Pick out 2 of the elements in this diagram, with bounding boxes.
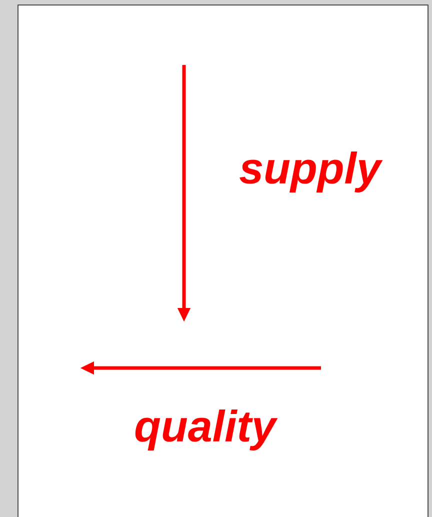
direction-label: quality — [135, 410, 278, 450]
direction-label: supply — [240, 152, 383, 192]
